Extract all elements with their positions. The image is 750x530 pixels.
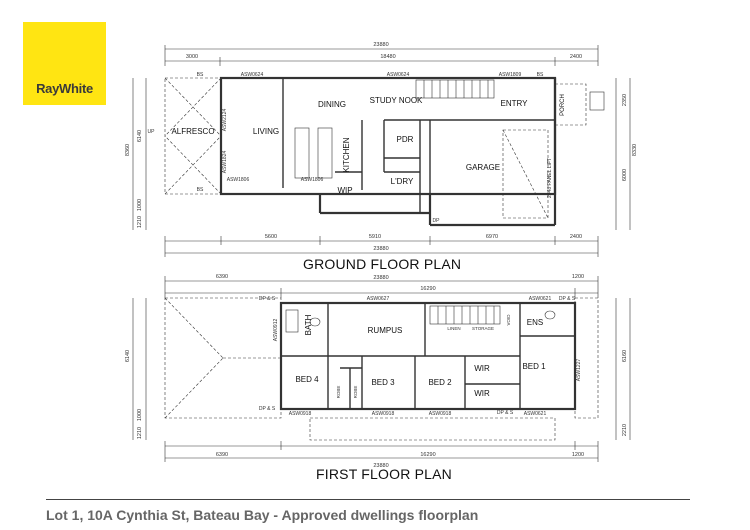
room-garage: GARAGE: [466, 163, 500, 172]
ff-dim-bottom-3: 1200: [572, 452, 584, 458]
ff-dim-bottom-2: 16290: [420, 452, 435, 458]
ff-window-top-2: ASW0621: [529, 296, 552, 302]
gf-bs-label-1: BS: [197, 72, 204, 78]
gf-dim-bottom-1: 5600: [265, 234, 277, 240]
gf-bs-label-2: BS: [537, 72, 544, 78]
gf-window-kitchen-bottom: ASW1806: [301, 177, 324, 183]
room-porch: PORCH: [560, 94, 566, 116]
room-bath: BATH: [304, 314, 313, 335]
room-linen: LINEN: [447, 326, 460, 331]
ff-dim-right-1: 6160: [622, 350, 628, 362]
room-void: VOID: [506, 314, 511, 326]
gf-dim-total-bottom: 23880: [373, 246, 388, 252]
gf-window-living-top: ASW0624: [241, 72, 264, 78]
ff-window-top-1: ASW0627: [367, 296, 390, 302]
room-rumpus: RUMPUS: [368, 326, 403, 335]
gf-dim-right-2: 8330: [632, 144, 638, 156]
room-wip: WIP: [337, 186, 352, 195]
gf-dim-bottom-4: 2400: [570, 234, 582, 240]
caption-divider: [46, 499, 690, 500]
ff-dim-left-1: 6140: [125, 350, 131, 362]
gf-dim-left-3: 1000: [137, 199, 143, 211]
room-entry: ENTRY: [501, 99, 529, 108]
room-bed2: BED 2: [428, 378, 452, 387]
room-wir-2: WIR: [474, 389, 490, 398]
room-bed1: BED 1: [522, 362, 546, 371]
gf-bs-label-3: BS: [197, 187, 204, 193]
ff-window-bottom-2: ASW0918: [372, 411, 395, 417]
room-wir-1: WIR: [474, 364, 490, 373]
gf-dim-top-3: 2400: [570, 54, 582, 60]
ff-dp-label-1: DP & S: [259, 296, 276, 302]
room-ens: ENS: [527, 318, 543, 327]
room-pdr: PDR: [397, 135, 414, 144]
room-robe-2: ROBE: [353, 386, 358, 399]
gf-dim-top-1: 3000: [186, 54, 198, 60]
ff-dim-left-3: 1210: [137, 427, 143, 439]
gf-dim-right-1: 2350: [622, 94, 628, 106]
room-living: LIVING: [253, 127, 279, 136]
gf-dim-bottom-3: 6970: [486, 234, 498, 240]
room-storage: STORAGE: [472, 326, 494, 331]
ff-dim-total-bottom: 23880: [373, 463, 388, 469]
ff-window-bottom-1: ASW0918: [289, 411, 312, 417]
gf-up-label: UP: [148, 129, 156, 135]
room-alfresco: ALFRESCO: [171, 127, 214, 136]
gf-garage-door-label: 2448 PANEL LIFT: [547, 158, 553, 198]
gf-window-alfresco-side: ASW2124: [222, 109, 228, 132]
gf-window-living-bottom: ASW1806: [227, 177, 250, 183]
gf-dim-total-top: 23880: [373, 42, 388, 48]
ff-dim-top-3: 1200: [572, 274, 584, 280]
gf-dim-left-4: 1210: [137, 216, 143, 228]
room-bed3: BED 3: [371, 378, 395, 387]
raywhite-logo: RayWhite: [23, 22, 106, 105]
gf-window-dining-top: ASW0624: [387, 72, 410, 78]
ff-dp-label-4: DP & S: [497, 410, 514, 416]
gf-dim-left-1: 6140: [137, 130, 143, 142]
room-study-nook: STUDY NOOK: [370, 96, 423, 105]
ff-window-bottom-4: ASW0621: [524, 411, 547, 417]
first-floor-plan-title: FIRST FLOOR PLAN: [316, 466, 452, 482]
room-ldry: L'DRY: [391, 177, 414, 186]
ff-dim-left-2: 1000: [137, 409, 143, 421]
floor-plans-drawing: 23880 3000 18480 2400 23880 5600 5910 69…: [125, 42, 638, 469]
gf-dim-top-2: 18480: [380, 54, 395, 60]
ff-dp-label-2: DP & S: [559, 296, 576, 302]
ff-dim-top-2: 16290: [420, 286, 435, 292]
ff-dim-total-top: 23880: [373, 275, 388, 281]
gf-dim-bottom-2: 5910: [369, 234, 381, 240]
gf-window-living-side: ASW1824: [222, 151, 228, 174]
ground-floor-plan-title: GROUND FLOOR PLAN: [303, 256, 462, 272]
listing-caption: Lot 1, 10A Cynthia St, Bateau Bay - Appr…: [46, 507, 479, 523]
ff-dim-right-2: 2210: [622, 424, 628, 436]
gf-dp-label: DP: [433, 218, 441, 224]
ff-dim-top-1: 6390: [216, 274, 228, 280]
ff-window-left: ASW0912: [273, 319, 279, 342]
ff-dp-label-3: DP & S: [259, 406, 276, 412]
ff-dim-bottom-1: 6390: [216, 452, 228, 458]
gf-dim-left-2: 8360: [125, 144, 131, 156]
gf-dim-right-3: 6000: [622, 169, 628, 181]
room-dining: DINING: [318, 100, 346, 109]
room-robe-1: ROBE: [336, 386, 341, 399]
logo-text: RayWhite: [36, 81, 93, 96]
ff-window-bottom-3: ASW0918: [429, 411, 452, 417]
room-kitchen: KITCHEN: [342, 137, 351, 172]
gf-window-entry-top: ASW1809: [499, 72, 522, 78]
ff-window-right: ASW1227: [576, 359, 582, 382]
room-bed4: BED 4: [295, 375, 319, 384]
